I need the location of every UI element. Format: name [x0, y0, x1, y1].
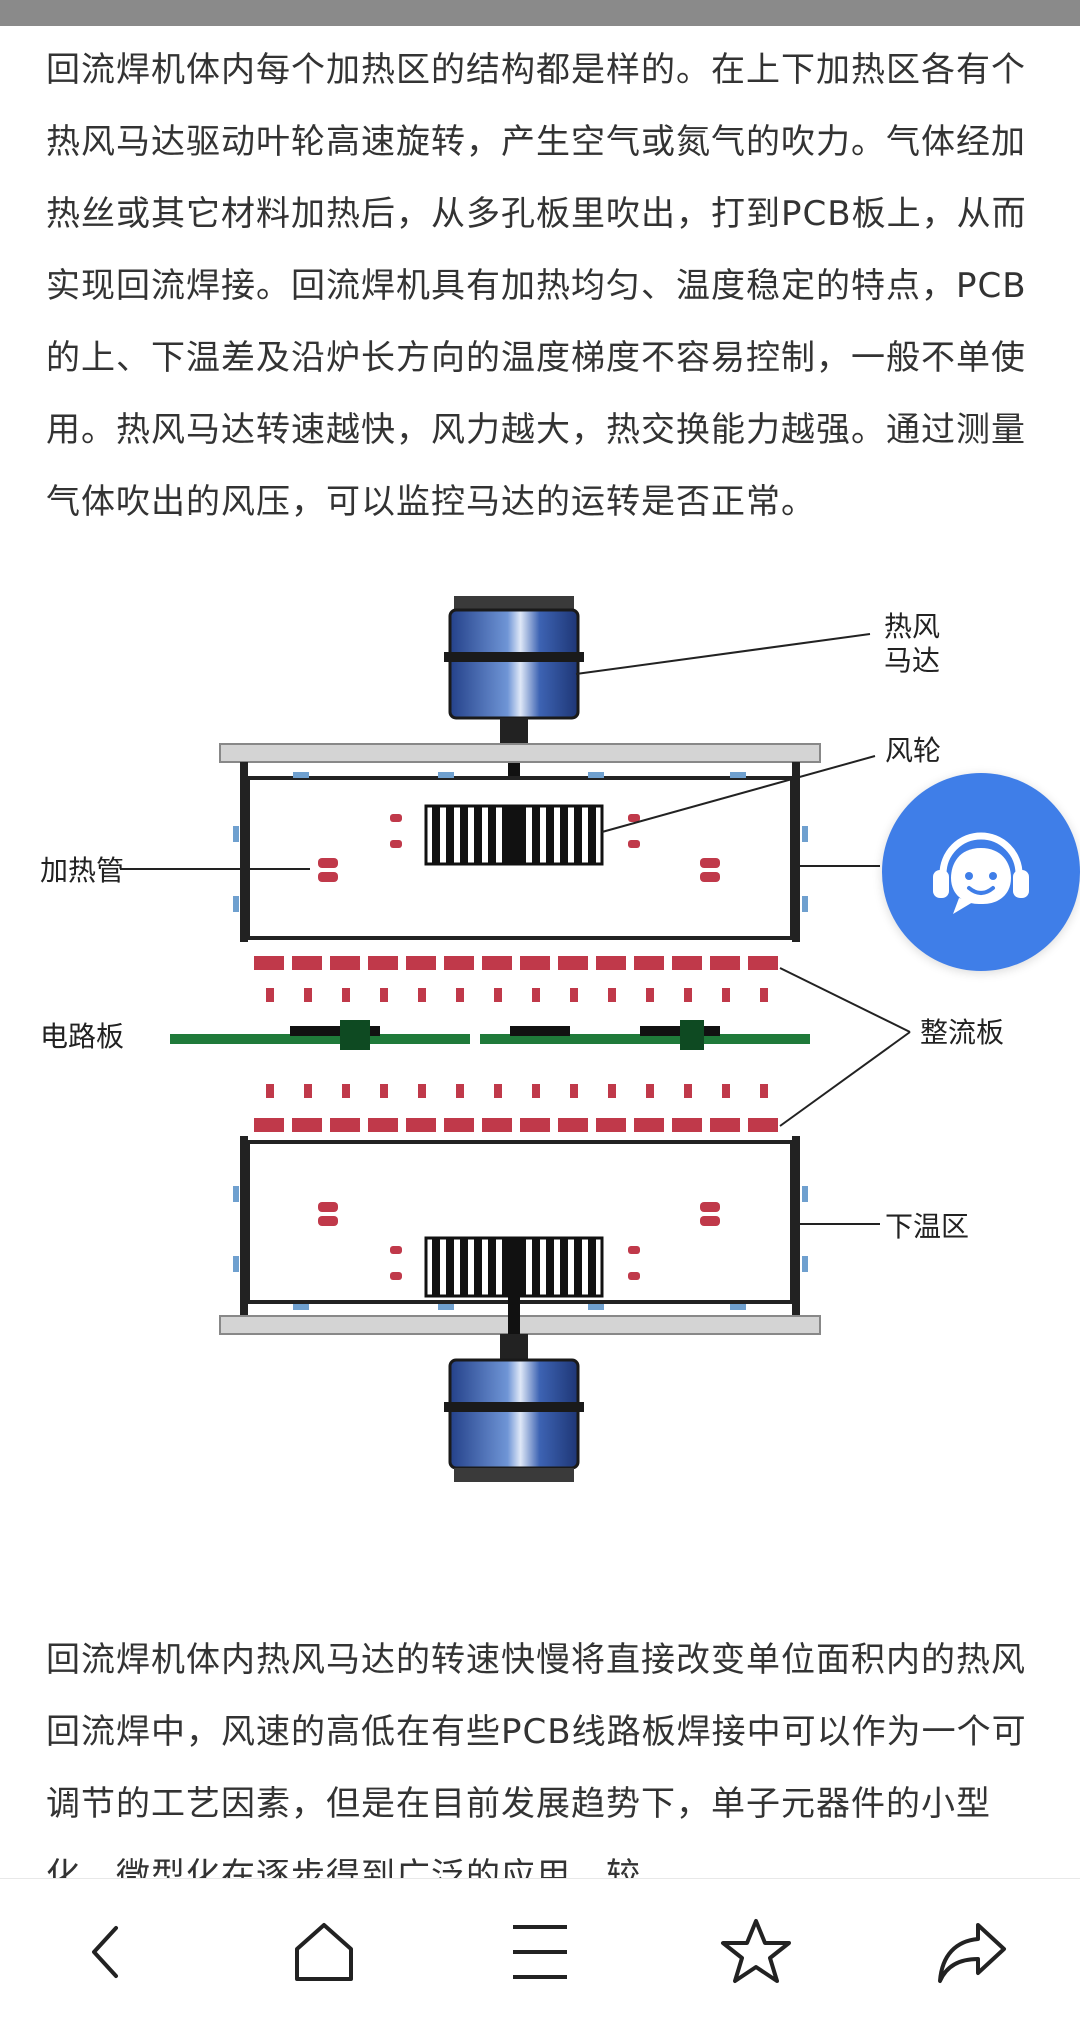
article-paragraph-2: 回流焊机体内热风马达的转速快慢将直接改变单位面积内的热风回流焊中，风速的高低在有…: [46, 1640, 1027, 1878]
article-content: 回流焊机体内每个加热区的结构都是样的。在上下加热区各有个热风马达驱动叶轮高速旋转…: [0, 26, 1080, 1878]
menu-icon: [513, 1924, 567, 1979]
customer-service-button[interactable]: [882, 773, 1080, 971]
favorite-button[interactable]: [696, 1892, 816, 2012]
bottom-baffle: [254, 1118, 778, 1132]
menu-button[interactable]: [480, 1892, 600, 2012]
top-motor: [444, 596, 584, 844]
back-button[interactable]: [48, 1892, 168, 2012]
home-button[interactable]: [264, 1892, 384, 2012]
article-paragraph-1: 回流焊机体内每个加热区的结构都是样的。在上下加热区各有个热风马达驱动叶轮高速旋转…: [46, 50, 1027, 522]
star-icon: [721, 1918, 791, 1983]
label-motor-line2: 马达: [884, 644, 940, 677]
label-baffle: 整流板: [920, 1016, 1004, 1049]
label-impeller: 风轮: [885, 734, 941, 767]
circuit-board: [170, 1020, 810, 1050]
label-board: 电路板: [40, 1020, 124, 1053]
top-baffle: [254, 956, 778, 970]
bottom-motor: [444, 1296, 584, 1482]
status-bar: [0, 0, 1080, 26]
reflow-oven-diagram: 热风 马达 风轮 加热管 电路板 整流板 下温区: [40, 596, 1040, 1576]
share-icon: [938, 1922, 1006, 1983]
top-impeller: [424, 804, 604, 866]
share-button[interactable]: [912, 1892, 1032, 2012]
customer-service-icon: [933, 832, 1029, 914]
label-lower-zone: 下温区: [885, 1210, 969, 1243]
top-heaters: [318, 814, 720, 882]
bottom-impeller: [424, 1236, 604, 1298]
label-motor-line1: 热风: [884, 610, 940, 643]
label-heater: 加热管: [40, 854, 124, 887]
bottom-navigation-bar: [0, 1878, 1080, 2024]
home-icon: [295, 1922, 353, 1981]
back-icon: [92, 1925, 118, 1978]
